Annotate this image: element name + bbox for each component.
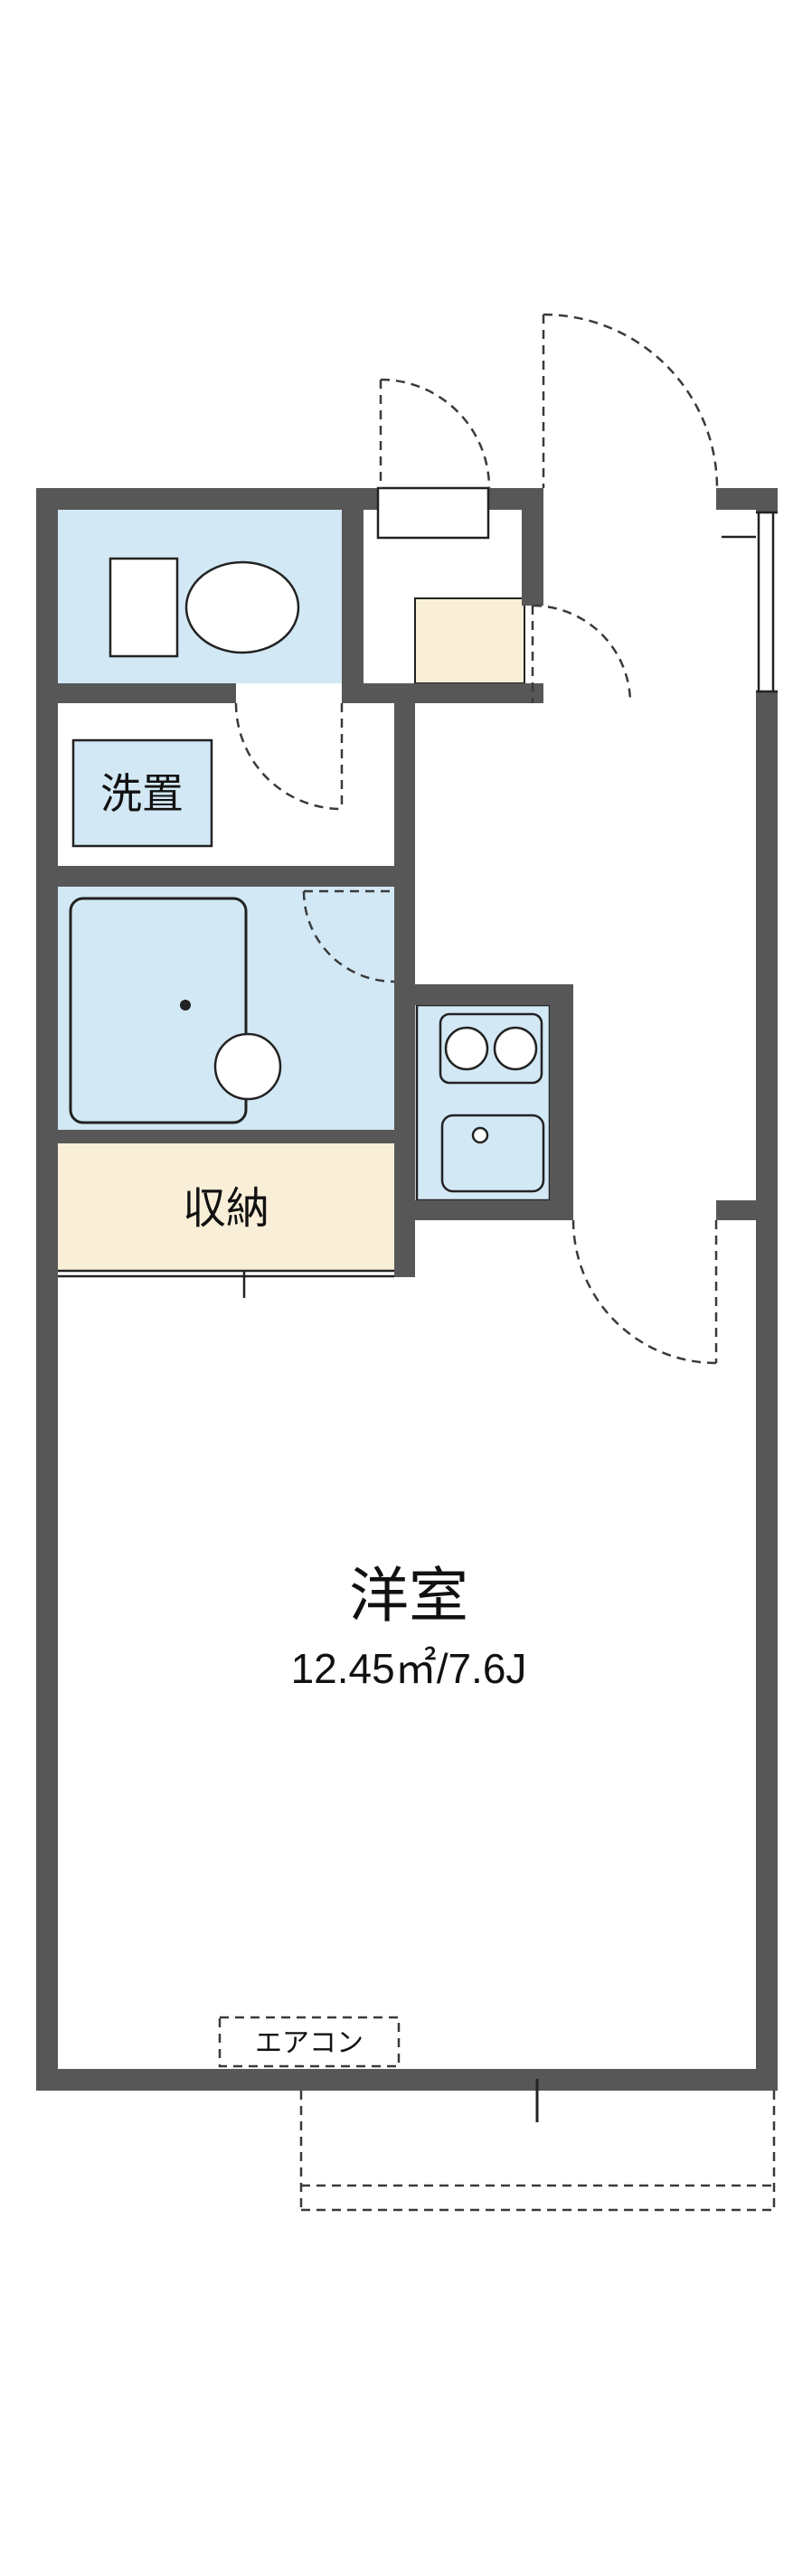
aircon-label: エアコン bbox=[255, 2028, 364, 2058]
room-fills bbox=[58, 510, 552, 1271]
labels: 洗置 収納 洋室 12.45㎡/7.6J エアコン bbox=[100, 770, 526, 2058]
wall-left bbox=[36, 488, 58, 2091]
bathroom-floor bbox=[58, 887, 394, 1130]
wall-toilet-right bbox=[342, 510, 364, 703]
wall-entry-bottom bbox=[342, 683, 543, 703]
top-small-door-arc bbox=[380, 378, 491, 489]
walls bbox=[36, 488, 778, 2091]
wall-kitchen-bottom bbox=[394, 1200, 562, 1220]
wall-top-left bbox=[36, 488, 378, 510]
toilet-icon bbox=[184, 560, 300, 654]
main-room-area-label: 12.45㎡/7.6J bbox=[291, 1645, 527, 1692]
main-room-label: 洋室 bbox=[349, 1562, 468, 1629]
wall-bathroom-right bbox=[394, 866, 415, 1143]
wall-bathroom-closet bbox=[36, 1130, 415, 1143]
entrance-door-arc bbox=[543, 313, 719, 489]
aircon-box bbox=[218, 2016, 401, 2068]
closet-floor bbox=[58, 1143, 394, 1271]
closet-label: 収納 bbox=[183, 1185, 269, 1233]
sink-drain-dot bbox=[471, 1126, 489, 1144]
aircon-dashed-rect bbox=[218, 2016, 401, 2068]
wall-right-lower bbox=[756, 691, 778, 2091]
door-swings bbox=[234, 313, 719, 1365]
main-room-door-arc bbox=[571, 1219, 717, 1365]
bathroom-door-arc bbox=[302, 890, 395, 983]
windows bbox=[535, 511, 778, 2122]
wall-corridor-bottom bbox=[716, 1200, 756, 1220]
washer-space-label: 洗置 bbox=[100, 770, 184, 817]
balcony-dashed-outline bbox=[299, 2091, 776, 2212]
shoe-cabinet-icon bbox=[414, 597, 525, 684]
stove-burners-icon bbox=[444, 1026, 489, 1071]
top-door-panel bbox=[376, 486, 490, 540]
kitchen-sink-icon bbox=[440, 1114, 545, 1193]
bathtub-icon bbox=[69, 897, 248, 1124]
bath-faucet-dot bbox=[180, 1000, 191, 1011]
fixtures bbox=[58, 486, 545, 1298]
hall-door-arc bbox=[532, 604, 632, 704]
washer-space-box bbox=[71, 738, 213, 848]
wall-entry-right bbox=[522, 510, 543, 606]
bath-drain-circle bbox=[213, 1032, 282, 1101]
wall-bottom bbox=[36, 2069, 778, 2091]
wall-right-upper bbox=[756, 488, 778, 512]
wall-washroom-bathroom bbox=[36, 866, 415, 887]
stove-burner-right bbox=[493, 1026, 538, 1071]
wall-kitchen-top bbox=[415, 984, 573, 1005]
wall-top-mid bbox=[488, 488, 543, 510]
wall-washroom-right bbox=[394, 703, 415, 887]
wall-toilet-bottom bbox=[36, 683, 236, 703]
stove-outline bbox=[439, 1012, 543, 1085]
wall-kitchen-right bbox=[550, 984, 573, 1220]
toilet-tank bbox=[109, 557, 179, 658]
toilet-door-arc bbox=[234, 702, 343, 811]
